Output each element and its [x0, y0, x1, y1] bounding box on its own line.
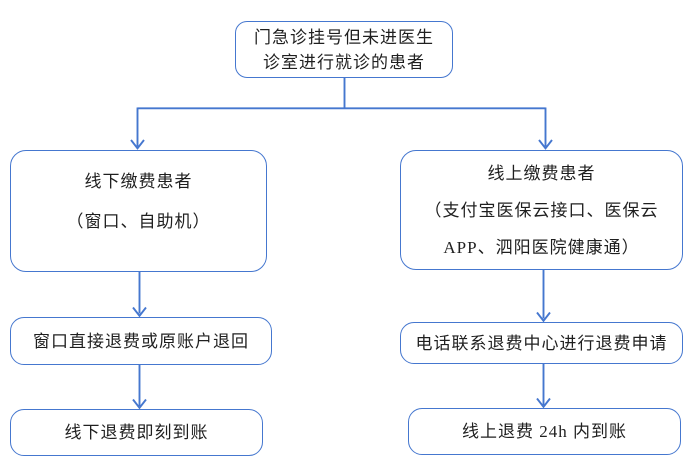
node-offline-result-label: 线下退费即刻到账: [64, 423, 209, 442]
node-online-result: 线上退费 24h 内到账: [408, 408, 681, 455]
node-start-line2: 诊室进行就诊的患者: [263, 52, 425, 72]
arrowhead-to-online: [538, 139, 553, 150]
node-offline-step: 窗口直接退费或原账户退回: [10, 317, 272, 365]
node-offline-patient: 线下缴费患者 （窗口、自助机）: [10, 150, 267, 272]
node-online-result-label: 线上退费 24h 内到账: [462, 422, 627, 441]
arrowhead-offline-result: [132, 398, 147, 410]
node-online-step: 电话联系退费中心进行退费申请: [400, 322, 683, 364]
node-start: 门急诊挂号但未进医生 诊室进行就诊的患者: [235, 21, 453, 78]
node-online-patient-line3: APP、泗阳医院健康通）: [443, 237, 640, 257]
node-online-patient-line1: 线上缴费患者: [487, 163, 596, 183]
node-offline-result: 线下退费即刻到账: [10, 409, 263, 456]
node-online-step-label: 电话联系退费中心进行退费申请: [415, 333, 668, 353]
node-online-patient-line2: （支付宝医保云接口、医保云: [424, 200, 659, 220]
node-offline-step-label: 窗口直接退费或原账户退回: [33, 331, 249, 351]
node-online-patient: 线上缴费患者 （支付宝医保云接口、医保云 APP、泗阳医院健康通）: [400, 150, 683, 270]
node-offline-patient-line2: （窗口、自助机）: [66, 212, 211, 231]
arrowhead-online-result: [536, 397, 551, 409]
node-offline-patient-line1: 线下缴费患者: [84, 172, 193, 191]
node-start-line1: 门急诊挂号但未进医生: [254, 27, 434, 47]
arrowhead-online-step: [536, 311, 551, 323]
arrowhead-offline-step: [132, 306, 147, 318]
arrowhead-to-offline: [130, 139, 145, 150]
